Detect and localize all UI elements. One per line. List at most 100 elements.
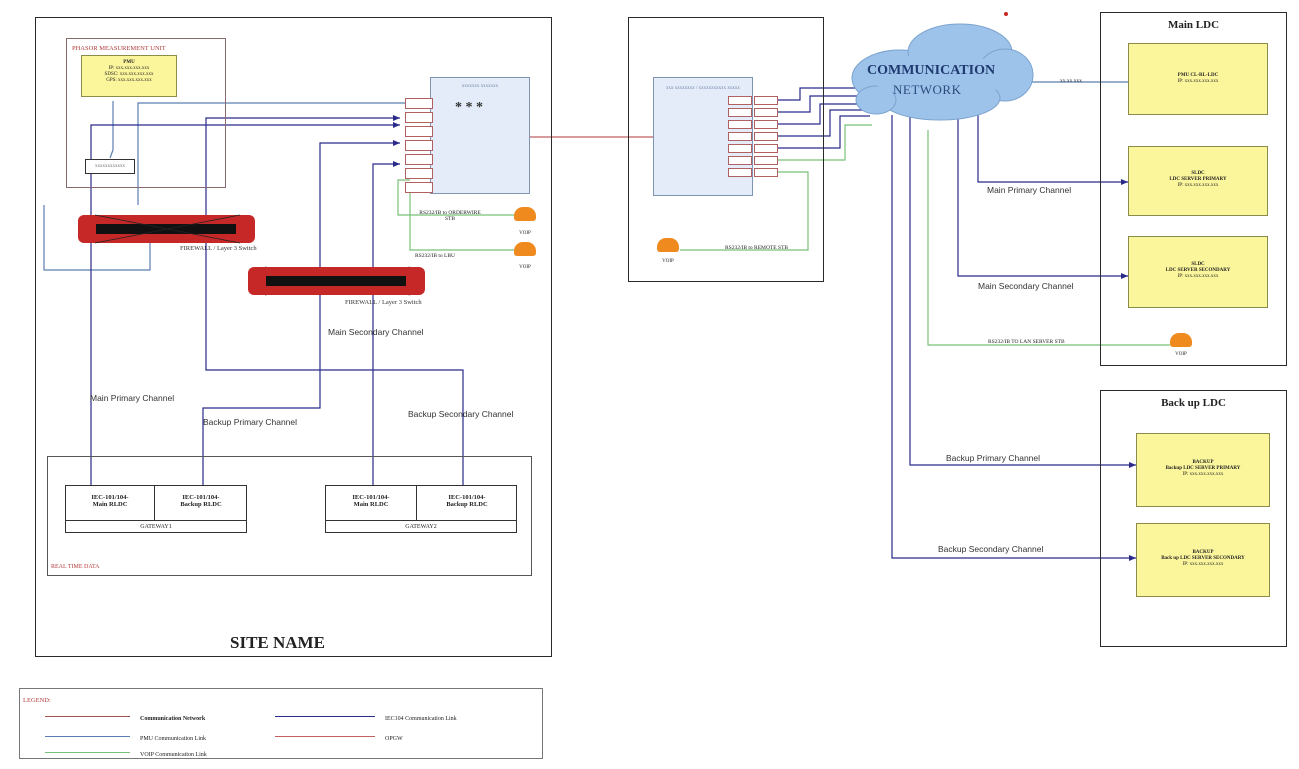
site-port[interactable] xyxy=(405,140,433,151)
legend-label: Communication Network xyxy=(140,716,206,722)
mux-voip-link-label: RS232/IB to REMOTE STB xyxy=(725,245,789,251)
mux-port[interactable] xyxy=(754,96,778,105)
gateway-1[interactable]: IEC-101/104- Main RLDC IEC-101/104- Back… xyxy=(65,485,247,533)
gateway-1-cell-main: IEC-101/104- Main RLDC xyxy=(91,494,129,508)
pmu-link xyxy=(43,205,151,271)
voip-link xyxy=(680,171,809,251)
site-switch[interactable]: xxxxxxx xxxxxxx * * * xyxy=(430,77,530,194)
legend-label: OPGW xyxy=(385,736,403,742)
iec-link-main-secondary xyxy=(957,105,1128,277)
iec-link-backup-primary xyxy=(202,142,400,485)
site-port[interactable] xyxy=(405,154,433,165)
mux-ports xyxy=(728,96,778,180)
main-ldc-box3-role: LDC SERVER SECONDARY xyxy=(1165,268,1231,273)
main-ldc-voip-link-label: RS232/IB TO LAN SERVER STB xyxy=(988,339,1065,345)
mux-port[interactable] xyxy=(728,168,752,177)
main-ldc-box3-ip: IP: xxx.xxx.xxx.xxx xyxy=(1177,274,1219,279)
mux-port[interactable] xyxy=(728,144,752,153)
phone-icon[interactable] xyxy=(514,207,536,221)
iec-link xyxy=(776,103,865,125)
firewall-1-body xyxy=(96,224,236,234)
legend-item-iec: IEC104 Communication Link xyxy=(275,707,457,725)
site-backup-primary-label: Backup Primary Channel xyxy=(203,417,298,427)
main-ldc-box3-name: SLDC xyxy=(1191,262,1205,267)
phone-icon[interactable] xyxy=(1170,333,1192,347)
firewall-1-label: FIREWALL / Layer 3 Switch xyxy=(180,245,257,252)
gateway-2[interactable]: IEC-101/104- Main RLDC IEC-101/104- Back… xyxy=(325,485,517,533)
mux-port[interactable] xyxy=(754,144,778,153)
legend-line xyxy=(45,751,130,753)
gateway-2-cell-main: IEC-101/104- Main RLDC xyxy=(352,494,390,508)
mux-port[interactable] xyxy=(728,108,752,117)
main-ldc-primary-label: Main Primary Channel xyxy=(987,185,1072,195)
legend-line xyxy=(45,715,130,717)
pmu-small-box[interactable]: xxxxxxxxxxxx xyxy=(85,159,135,174)
real-time-data-panel: REAL TIME DATA xyxy=(47,456,532,576)
mux-port[interactable] xyxy=(728,156,752,165)
backup-ldc-server-primary[interactable]: BACKUP Backup LDC SERVER PRIMARY IP: xxx… xyxy=(1136,433,1270,507)
pmu-panel: PHASOR MEASUREMENT UNIT PMU IP: xxx.xxx.… xyxy=(66,38,226,188)
mux-port[interactable] xyxy=(754,168,778,177)
main-ldc-box2-name: SLDC xyxy=(1191,171,1205,176)
gateway-1-footer xyxy=(66,520,246,521)
mux-port[interactable] xyxy=(728,132,752,141)
phone-icon[interactable] xyxy=(657,238,679,252)
real-time-data-label: REAL TIME DATA xyxy=(51,564,100,570)
legend-label: IEC104 Communication Link xyxy=(385,716,457,722)
iec-link-backup-secondary xyxy=(891,115,1136,559)
voip-link xyxy=(397,179,518,216)
gateway-1-cell-backup: IEC-101/104- Backup RLDC xyxy=(180,494,222,508)
main-ldc-pmu-box[interactable]: PMU CL-RL-LDC IP: xxx.xxx.xxx.xxx xyxy=(1128,43,1268,115)
mux-port[interactable] xyxy=(754,120,778,129)
gateway-2-footer xyxy=(326,520,516,521)
backup-ldc-box2-ip: IP: xxx.xxx.xxx.xxx xyxy=(1182,562,1224,567)
cloud-marker xyxy=(1004,12,1008,16)
pmu-device-sdsc: SDSC: xxx.xxx.xxx.xxx xyxy=(104,72,154,77)
site-port[interactable] xyxy=(405,112,433,123)
mux-port[interactable] xyxy=(728,96,752,105)
voip-link xyxy=(927,130,1170,346)
backup-ldc-primary-label: Backup Primary Channel xyxy=(946,453,1041,463)
firewall-2[interactable] xyxy=(248,267,425,295)
main-ldc-server-primary[interactable]: SLDC LDC SERVER PRIMARY IP: xxx.xxx.xxx.… xyxy=(1128,146,1268,216)
main-ldc-phone-label: VOIP xyxy=(1175,352,1187,357)
site-phone-2-label: VOIP xyxy=(519,265,531,270)
legend-item-pmu: PMU Communication Link xyxy=(45,727,206,745)
legend-title: LEGEND: xyxy=(23,697,51,704)
cloud-title-line1: COMMUNICATION xyxy=(867,63,996,78)
main-ldc-server-secondary[interactable]: SLDC LDC SERVER SECONDARY IP: xxx.xxx.xx… xyxy=(1128,236,1268,308)
cloud-title-line2: NETWORK xyxy=(893,82,962,97)
mux-port[interactable] xyxy=(754,156,778,165)
backup-ldc-frame: Back up LDC xyxy=(1100,390,1287,647)
main-ldc-box2-role: LDC SERVER PRIMARY xyxy=(1169,177,1227,182)
backup-ldc-server-secondary[interactable]: BACKUP Back up LDC SERVER SECONDARY IP: … xyxy=(1136,523,1270,597)
site-port[interactable] xyxy=(405,182,433,193)
site-switch-title: xxxxxxx xxxxxxx xyxy=(461,84,499,89)
iec-link xyxy=(776,95,860,113)
firewall-1[interactable] xyxy=(78,215,255,243)
pmu-device-name: PMU xyxy=(123,60,135,65)
mux-port[interactable] xyxy=(754,132,778,141)
iec-link-backup-primary xyxy=(909,115,1136,466)
site-port[interactable] xyxy=(405,126,433,137)
firewall-2-body xyxy=(266,276,406,286)
pmu-device-gps: GPS: xxx.xxx.xxx.xxx xyxy=(106,78,152,83)
main-ldc-box1-ip: IP: xxx.xxx.xxx.xxx xyxy=(1177,79,1219,84)
voip-link xyxy=(776,124,872,161)
iec-link xyxy=(776,109,868,137)
site-port[interactable] xyxy=(405,168,433,179)
phone-icon[interactable] xyxy=(514,242,536,256)
pmu-device[interactable]: PMU IP: xxx.xxx.xxx.xxx SDSC: xxx.xxx.xx… xyxy=(81,55,177,97)
mux-port[interactable] xyxy=(754,108,778,117)
site-switch-ports xyxy=(405,98,433,196)
legend-item-opgw: OPGW xyxy=(275,727,403,745)
site-port[interactable] xyxy=(405,98,433,109)
iec-link-backup-secondary xyxy=(205,117,464,485)
main-ldc-secondary-label: Main Secondary Channel xyxy=(978,281,1074,291)
main-ldc-title: Main LDC xyxy=(1167,19,1220,31)
mux-port[interactable] xyxy=(728,120,752,129)
backup-ldc-secondary-label: Backup Secondary Channel xyxy=(938,544,1044,554)
mux-frame xyxy=(628,17,824,282)
legend-line xyxy=(45,735,130,737)
firewall-2-label: FIREWALL / Layer 3 Switch xyxy=(345,299,422,306)
